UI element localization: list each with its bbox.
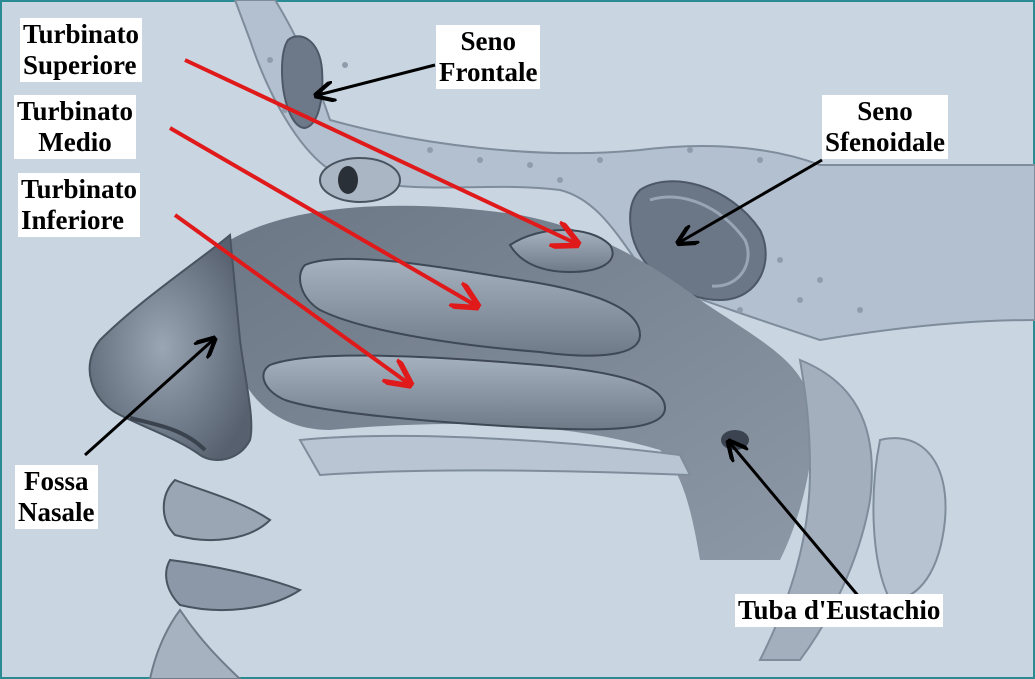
eye — [320, 158, 400, 202]
label-line: Turbinato — [23, 19, 139, 50]
label-line: Fossa — [18, 466, 95, 497]
label-line: Seno — [825, 96, 945, 127]
label-seno-frontale: Seno Frontale — [436, 25, 540, 89]
label-line: Frontale — [439, 57, 537, 88]
label-turbinato-superiore: Turbinato Superiore — [20, 18, 142, 82]
label-turbinato-medio: Turbinato Medio — [14, 95, 136, 159]
label-line: Sfenoidale — [825, 127, 945, 158]
label-turbinato-inferiore: Turbinato Inferiore — [18, 173, 140, 237]
eye-pupil — [338, 166, 358, 194]
label-line: Tuba d'Eustachio — [738, 595, 940, 626]
label-seno-sfenoidale: Seno Sfenoidale — [822, 95, 948, 159]
label-line: Nasale — [18, 497, 95, 528]
label-line: Seno — [439, 26, 537, 57]
label-line: Inferiore — [21, 205, 137, 236]
label-line: Turbinato — [21, 174, 137, 205]
label-line: Medio — [17, 127, 133, 158]
label-line: Superiore — [23, 50, 139, 81]
label-fossa-nasale: Fossa Nasale — [15, 465, 98, 529]
label-tuba-eustachio: Tuba d'Eustachio — [735, 594, 943, 627]
label-line: Turbinato — [17, 96, 133, 127]
